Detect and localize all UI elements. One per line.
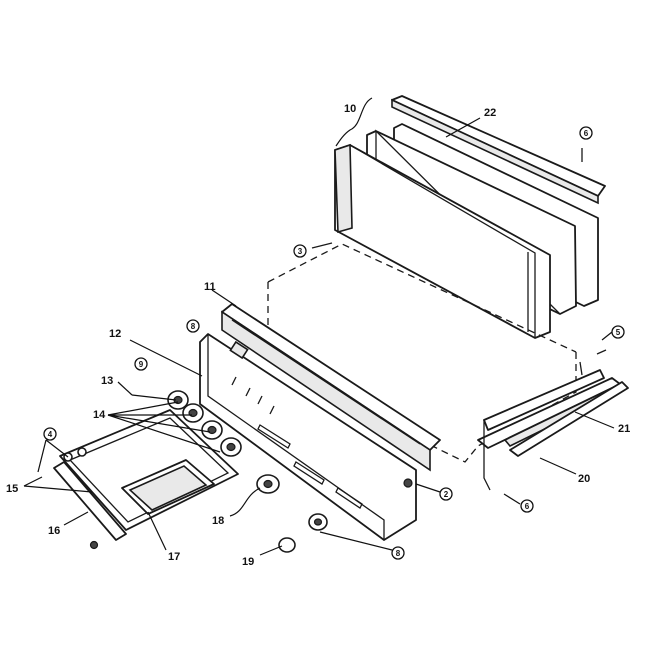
frame-bar	[53, 461, 127, 541]
mark-4	[269, 405, 275, 415]
frame-hole-2	[77, 447, 87, 457]
callout-18: 18	[212, 515, 224, 527]
knob-4-center	[226, 442, 236, 452]
control-knobs	[167, 390, 328, 553]
leader-6b	[503, 493, 521, 505]
circle-ref-2-text: 3	[298, 247, 303, 256]
rail-tab	[579, 361, 583, 376]
callout-12: 12	[109, 328, 121, 340]
frame-screw	[89, 540, 99, 550]
circle-ref-4-text: 9	[139, 360, 144, 369]
top-trim-strip-edge	[391, 98, 599, 205]
callout-19: 19	[242, 556, 254, 568]
slot-3	[335, 487, 363, 509]
leader-15a	[23, 476, 43, 487]
back-panel-assembly	[311, 95, 606, 339]
leader-12	[129, 339, 203, 377]
callout-16: 16	[48, 525, 60, 537]
circle-ref-9	[391, 546, 405, 560]
front-panel-side	[334, 143, 353, 234]
rail-upper	[483, 369, 605, 431]
rail-bracket-left	[483, 420, 491, 491]
panel-screw	[403, 478, 413, 488]
knob-18-center	[263, 479, 273, 489]
window-glass	[128, 465, 208, 511]
cavity-top-edge	[267, 243, 577, 353]
control-panel-fold	[207, 334, 385, 540]
leader-14d	[107, 414, 221, 453]
control-panel-assembly	[199, 333, 417, 541]
callout-14: 14	[93, 409, 106, 421]
leader-13a	[117, 381, 133, 396]
callout-21: 21	[618, 423, 630, 435]
circle-ref-8-text: 6	[525, 502, 530, 511]
callout-15: 15	[6, 483, 18, 495]
mark-1	[231, 376, 237, 386]
circled-references: 6 3 8 9 4 5 2 6 8	[43, 126, 625, 560]
panel-bracket	[229, 340, 249, 360]
front-trim-face	[221, 310, 431, 472]
circle-ref-3	[186, 319, 200, 333]
mark-3	[257, 395, 263, 405]
callout-10: 10	[344, 103, 356, 115]
leader-11	[211, 289, 237, 307]
front-trim-assembly	[221, 303, 441, 472]
rail-20	[509, 381, 629, 457]
slot-2	[293, 461, 325, 485]
panel-brace	[335, 97, 373, 147]
leader-22	[445, 117, 481, 138]
mark-2	[245, 387, 251, 397]
callout-11: 11	[204, 281, 216, 293]
callout-20: 20	[578, 473, 590, 485]
knob-19	[278, 537, 296, 553]
callout-13: 13	[101, 375, 113, 387]
callout-22: 22	[484, 107, 496, 119]
circle-ref-2	[293, 244, 307, 258]
leader-8b	[319, 531, 393, 551]
leader-5	[601, 331, 613, 341]
leader-lines	[23, 117, 615, 556]
leader-14a	[107, 401, 179, 416]
screw-right	[596, 349, 607, 355]
circle-ref-6	[611, 325, 625, 339]
circle-ref-8	[520, 499, 534, 513]
front-panel-fold	[349, 144, 536, 338]
leader-18	[229, 487, 261, 517]
circle-ref-5-text: 4	[48, 430, 53, 439]
circle-ref-7-text: 2	[444, 490, 449, 499]
slot-1	[257, 424, 291, 449]
front-trim-line	[231, 319, 421, 445]
leader-14c	[107, 414, 211, 433]
leader-16	[63, 511, 89, 526]
circle-ref-9-text: 8	[396, 549, 401, 558]
leader-4a	[37, 439, 47, 473]
leader-2	[415, 483, 441, 493]
leader-21	[574, 411, 615, 429]
knob-19b-center	[313, 518, 323, 526]
circle-ref-6-text: 5	[616, 328, 621, 337]
leader-19	[259, 545, 283, 556]
frame-inner	[68, 417, 230, 523]
cavity-bottom-edge	[419, 439, 479, 463]
lower-frame-assembly	[53, 409, 239, 550]
leader-17	[147, 511, 167, 551]
side-rail-assembly	[477, 349, 629, 491]
circle-ref-4	[134, 357, 148, 371]
circle-ref-3-text: 8	[191, 322, 196, 331]
circle-ref-7	[439, 487, 453, 501]
circle-ref-5	[43, 427, 57, 441]
circle-ref-1-text: 6	[584, 129, 589, 138]
leader-20	[539, 457, 577, 475]
screw-panel-left	[311, 242, 333, 249]
callout-17: 17	[168, 551, 180, 563]
circle-ref-1	[579, 126, 593, 140]
leader-13b	[131, 394, 177, 401]
leader-15b	[23, 485, 93, 493]
leader-4b	[45, 439, 69, 458]
callout-labels: 10 22 11 12 13 14 15 16 17 18 19 20 21	[6, 103, 630, 568]
